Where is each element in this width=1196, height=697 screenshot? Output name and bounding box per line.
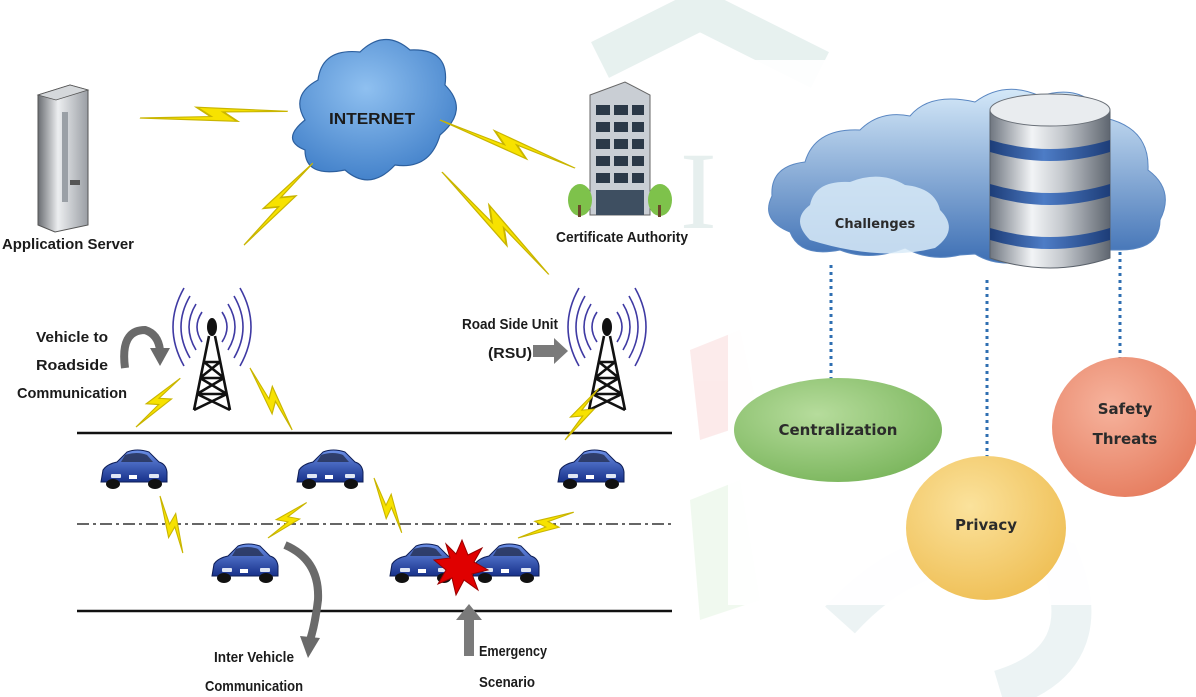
application-server-icon [36,84,90,233]
emergency-label-line1: Emergency [479,643,548,660]
inter-vehicle-arrow-icon [283,541,323,642]
safety-threats-bubble [1052,357,1196,497]
car-4-icon [211,543,279,584]
car-1-icon [100,449,168,490]
car-2-icon [296,449,364,490]
crash-burst-icon [432,538,490,597]
rsu-label-line1: Road Side Unit [462,316,558,333]
car-6-icon [472,543,540,584]
internet-cloud: INTERNET [291,38,457,181]
rsu-label-line2: (RSU) [488,345,532,362]
dotted-connectors [829,252,1122,460]
inter-vehicle-label-line1: Inter Vehicle [214,649,294,666]
left-tower-icon [171,286,253,412]
centralization-bubble [734,378,942,482]
application-server-label: Application Server [2,236,134,253]
internet-label: INTERNET [329,111,415,128]
v2r-curved-arrow-icon [120,325,164,369]
safety-threats-label-line1: Safety [1098,400,1153,418]
challenges-label: Challenges [835,217,916,232]
database-icon [989,93,1111,269]
emergency-label-line2: Scenario [479,674,535,691]
v2r-label-line1: Vehicle to [36,329,108,346]
rsu-arrow-icon [533,338,568,364]
safety-threats-label-line2: Threats [1093,430,1158,448]
svg-text:I: I [680,130,717,252]
rsu-tower-icon [566,286,648,412]
certificate-authority-icon [568,81,672,217]
certificate-authority-label: Certificate Authority [556,229,689,246]
v2r-label-line2: Roadside [36,357,108,374]
privacy-bubble [906,456,1066,600]
centralization-label: Centralization [779,421,898,439]
car-3-icon [557,449,625,490]
privacy-label: Privacy [955,516,1017,534]
emergency-arrow-icon [456,604,482,656]
v2r-label-line3: Communication [17,385,127,402]
inter-vehicle-label-line2: Communication [205,678,303,695]
